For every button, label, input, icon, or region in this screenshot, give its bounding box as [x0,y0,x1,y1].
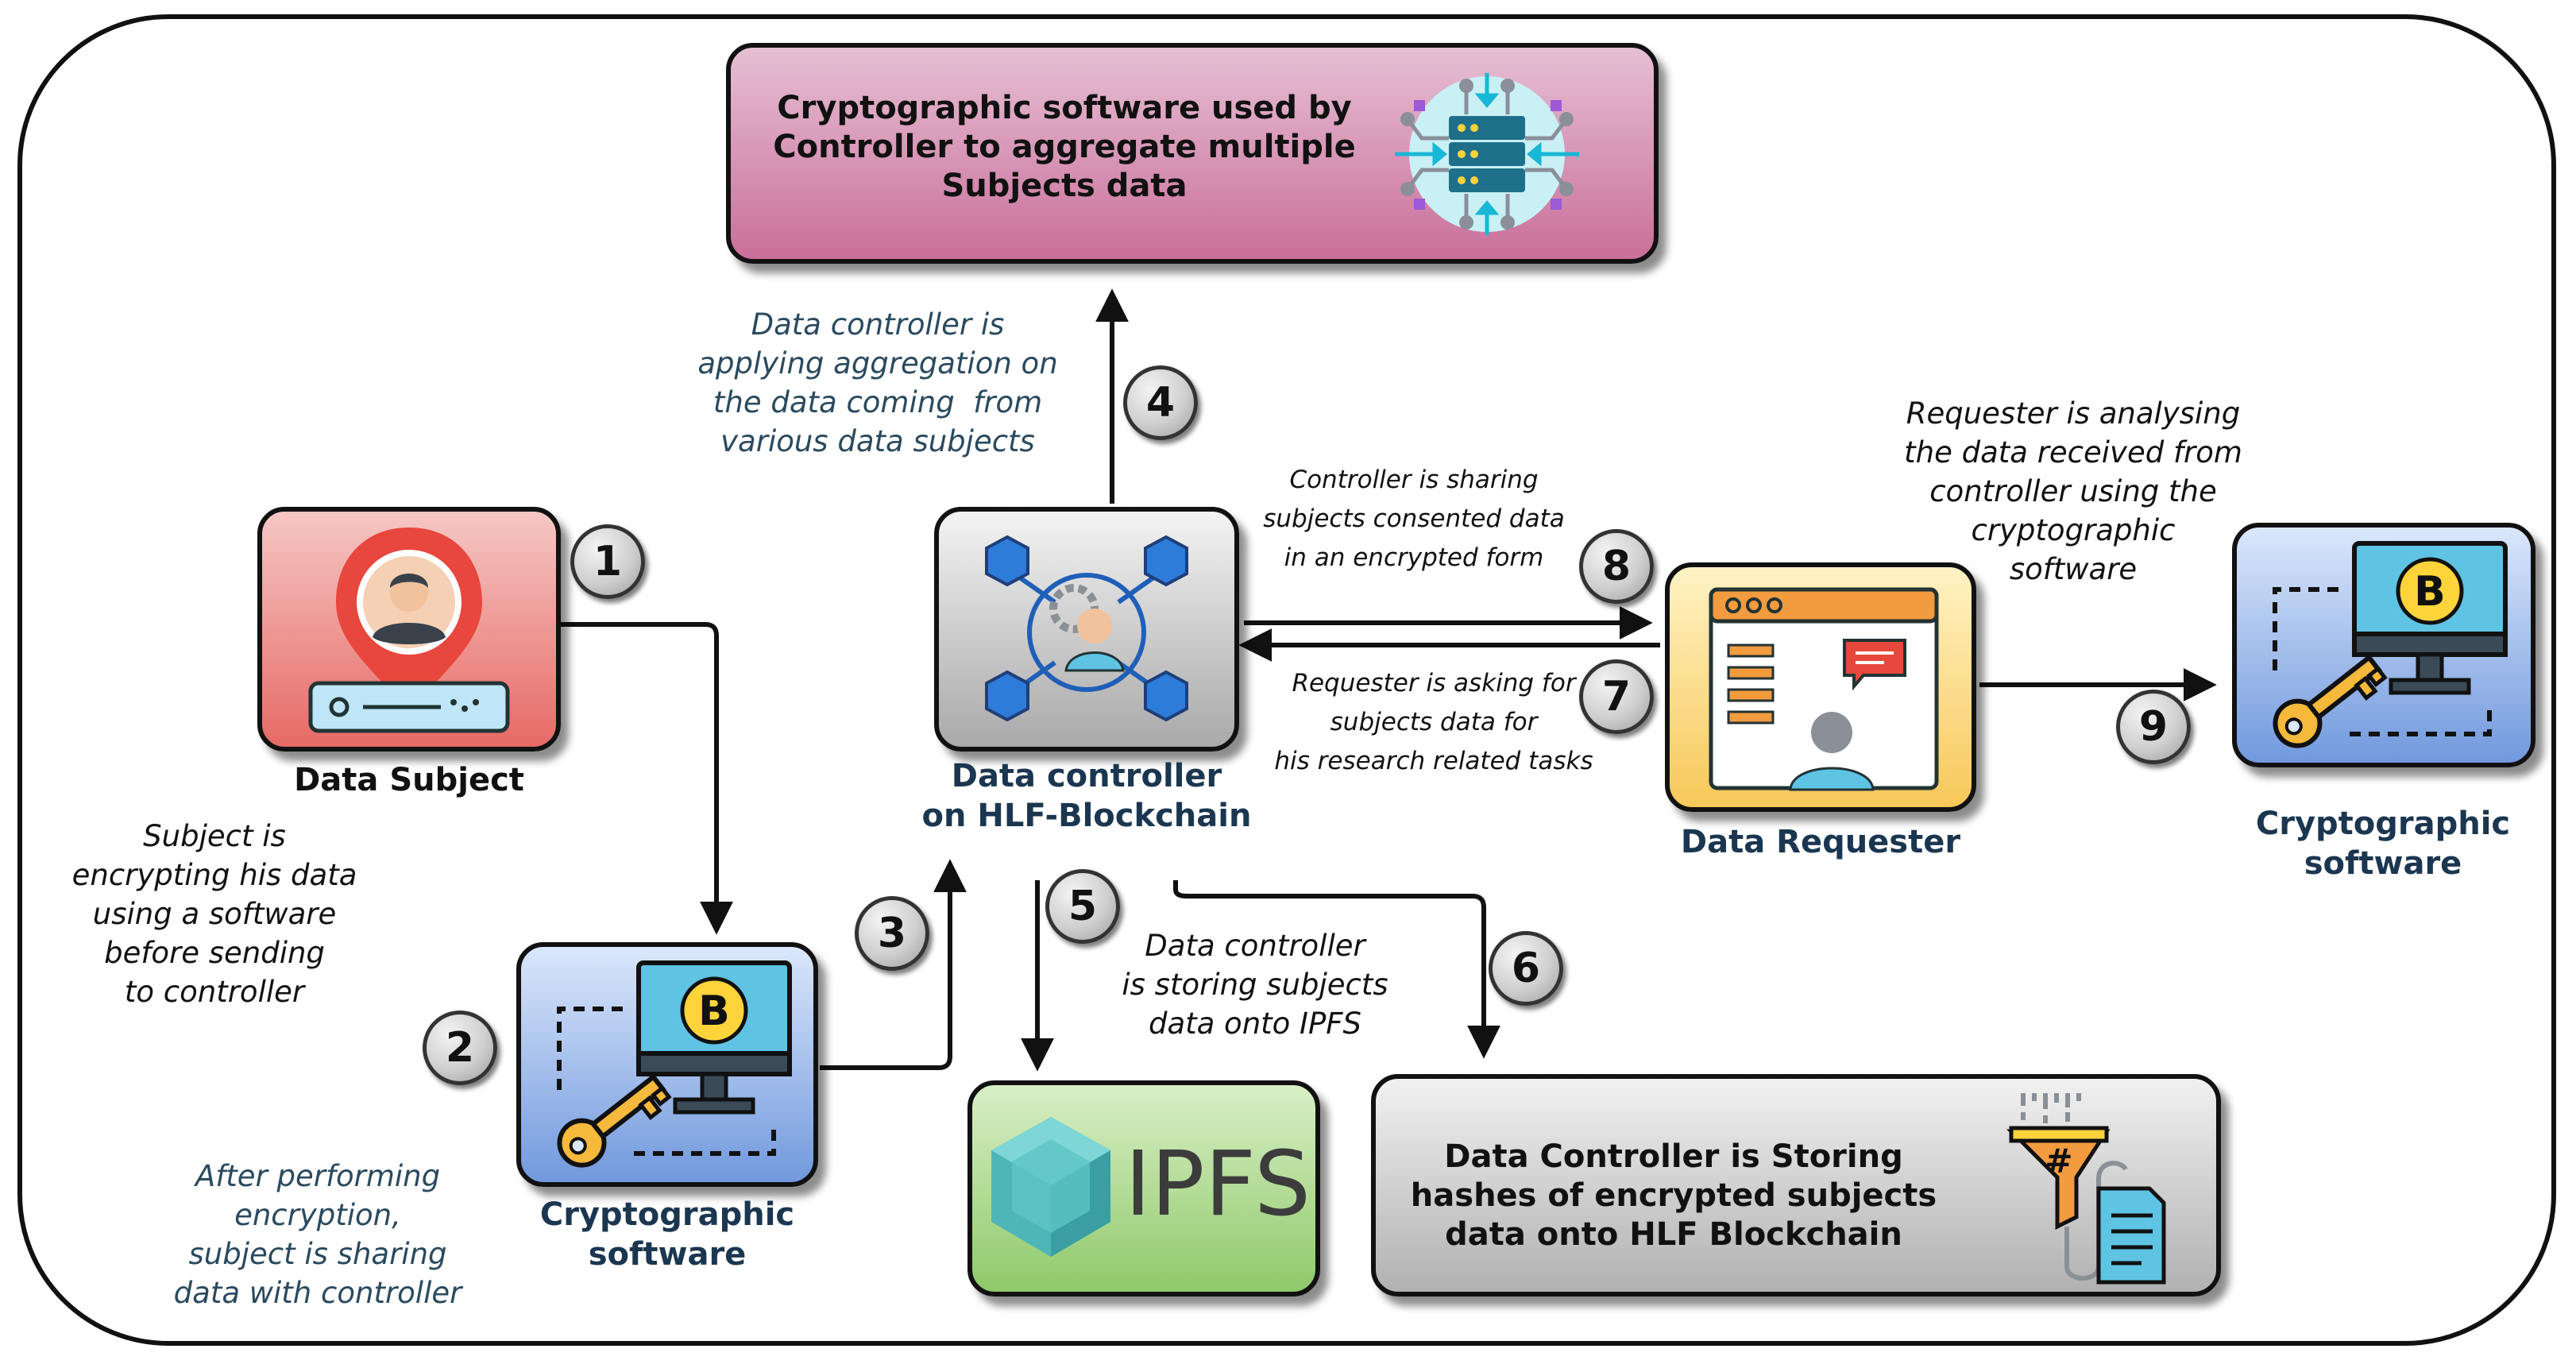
data-requester-box [1665,562,1976,812]
step-badge-1: 1 [570,524,645,599]
ipfs-box: IPFS [967,1080,1320,1297]
note-requester-asking: Requester is asking for subjects data fo… [1274,669,1593,775]
svg-text:B: B [698,987,730,1035]
arrow-subject-to-crypto [556,622,733,935]
arrow-controller-to-hash [1173,880,1500,1059]
step-badge-3: 3 [855,896,929,971]
crypto-software-left-label: Cryptographic software [539,1196,795,1273]
data-subject-label: Data Subject [294,762,524,798]
data-requester-label: Data Requester [1680,824,1961,860]
ipfs-label: IPFS [1125,1133,1311,1236]
hash-storage-title: Data Controller is Storing hashes of enc… [1410,1138,1937,1253]
outer-frame [17,14,2556,1346]
svg-text:B: B [2414,568,2446,616]
requester-browser-icon [1709,587,1939,791]
note-after-encryption: After performing encryption, subject is … [173,1159,462,1310]
step-badge-5: 5 [1045,869,1120,944]
note-subject-encrypting: Subject is encrypting his data using a s… [71,819,357,1009]
arrow-crypto-to-controller [820,859,967,1070]
crypto-key-monitor-icon: B [2273,541,2508,748]
hash-storage-box: Data Controller is Storing hashes of enc… [1371,1074,2221,1297]
crypto-software-left-box: B [516,942,818,1187]
data-controller-label: Data controller on HLF-Blockchain [921,758,1252,834]
svg-text:#: # [2045,1142,2072,1181]
crypto-key-monitor-icon: B [557,960,792,1168]
hash-document-icon: # [2006,1093,2166,1285]
step-badge-6: 6 [1489,931,1563,1006]
data-subject-box [257,507,561,752]
step-badge-8: 8 [1579,529,1654,604]
note-controller-aggregating: Data controller is applying aggregation … [697,307,1058,458]
note-requester-analysing: Requester is analysing the data received… [1904,396,2242,586]
data-controller-box [934,507,1239,752]
user-location-icon [308,527,510,733]
step-badge-9: 9 [2116,690,2191,764]
crypto-software-right-box: B [2232,523,2535,767]
aggregation-title: Cryptographic software used by Controlle… [773,90,1356,204]
step-badge-4: 4 [1123,365,1198,440]
note-controller-sharing: Controller is sharing subjects consented… [1263,466,1565,572]
ipfs-cube-icon [991,1117,1110,1257]
note-controller-ipfs: Data controller is storing subjects data… [1122,929,1388,1041]
step-badge-2: 2 [423,1011,497,1085]
crypto-software-right-label: Cryptographic software [2255,806,2511,882]
blockchain-network-icon [985,535,1188,722]
data-server-icon [1395,73,1579,235]
step-badge-7: 7 [1579,659,1654,734]
aggregation-box: Cryptographic software used by Controlle… [726,43,1659,264]
